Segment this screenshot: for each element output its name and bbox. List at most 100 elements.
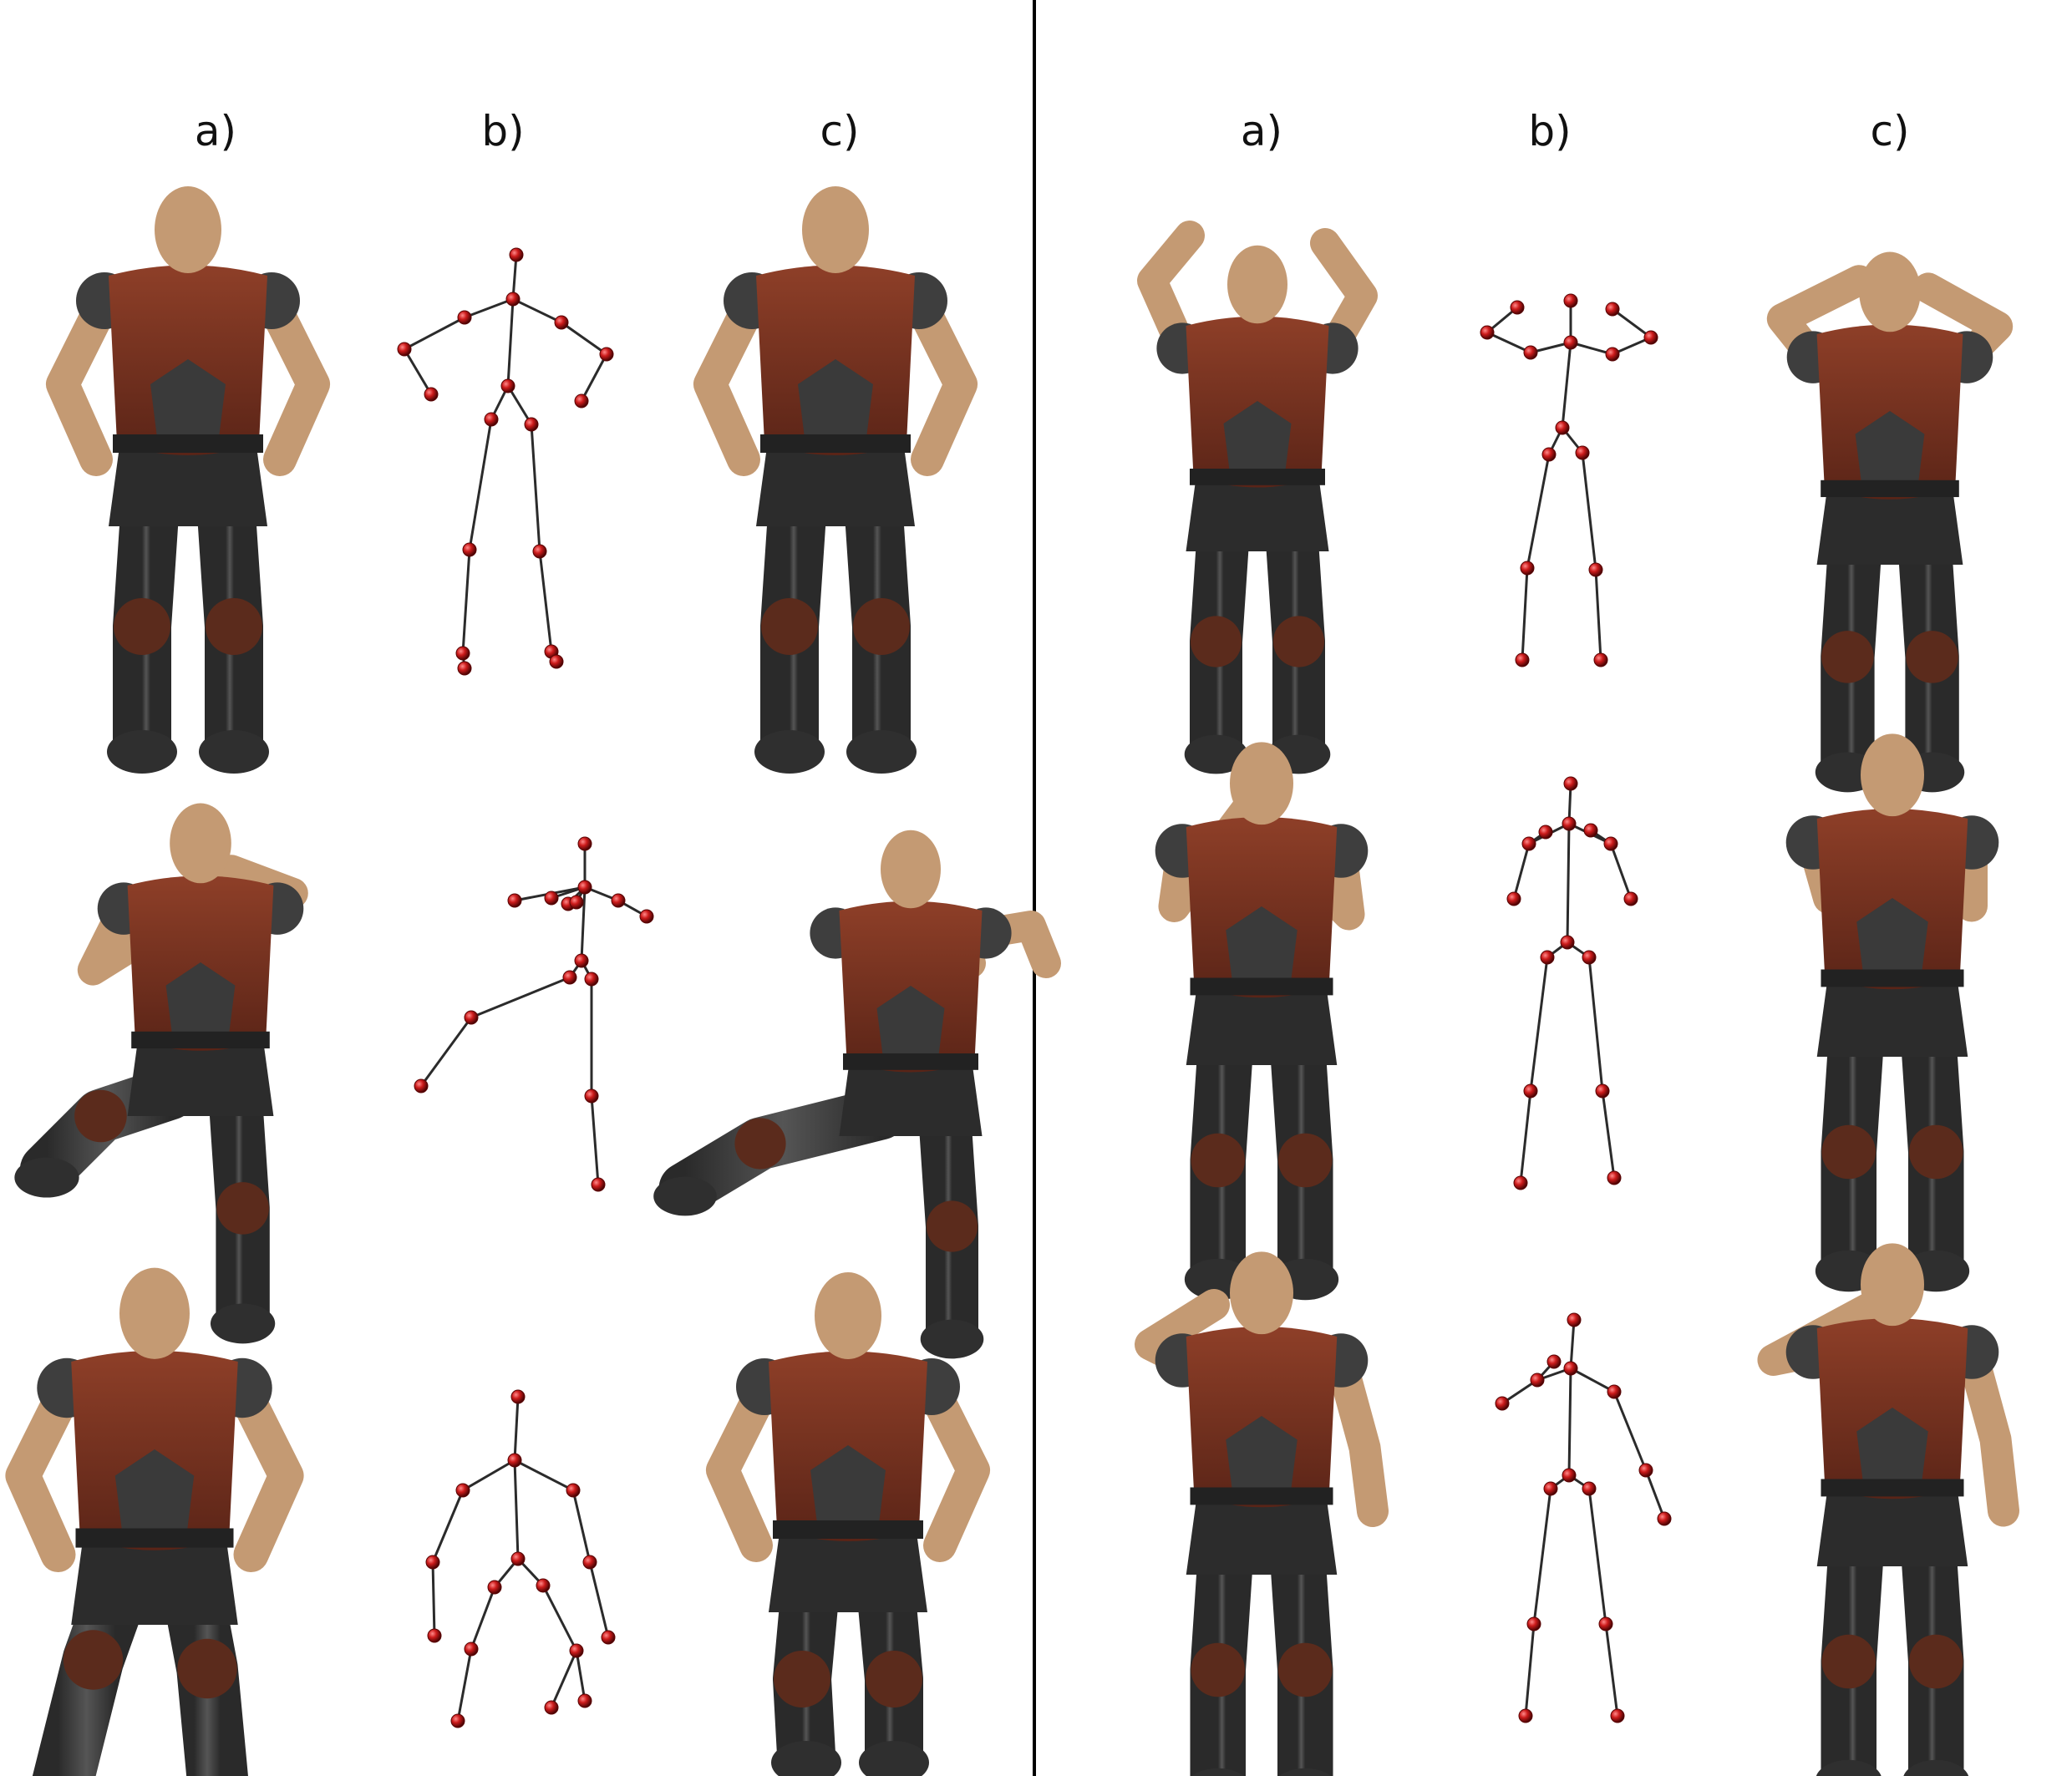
skeleton-left-row2: [414, 836, 654, 1192]
bone: [1594, 568, 1602, 662]
chest-plate: [810, 1445, 886, 1537]
skeleton-right-row3: [1495, 1312, 1672, 1723]
joint-marker: [1603, 836, 1618, 851]
bone: [1485, 331, 1532, 354]
joint-marker: [487, 1580, 502, 1595]
knee-pad: [926, 1200, 978, 1252]
bone: [463, 297, 515, 319]
joint-marker: [1515, 652, 1530, 667]
bone: [403, 348, 433, 396]
knee-pad: [1191, 1642, 1246, 1697]
chest-plate: [1856, 898, 1928, 986]
head: [155, 186, 221, 273]
left-label-c: c): [820, 107, 860, 155]
render-left-row3-a: [5, 1267, 304, 1776]
joint-marker: [450, 1713, 465, 1728]
bone: [1611, 307, 1653, 339]
joint-marker: [1540, 950, 1555, 965]
right-label-c: c): [1870, 107, 1910, 155]
head: [1227, 245, 1287, 324]
boot: [1184, 734, 1248, 774]
pants: [71, 1528, 238, 1625]
bone: [513, 1459, 575, 1492]
knee-pad: [1821, 1634, 1876, 1689]
head: [1230, 1251, 1293, 1335]
knee-pad: [63, 1630, 124, 1690]
joint-marker: [1593, 652, 1608, 667]
bone: [431, 1489, 465, 1564]
joint-marker: [1607, 1170, 1622, 1185]
bone: [1526, 453, 1551, 570]
joint-marker: [414, 1078, 429, 1094]
left-label-b: b): [481, 107, 525, 155]
bone: [461, 1459, 516, 1492]
joint-marker: [425, 1555, 440, 1570]
joint-marker: [464, 1010, 479, 1025]
joint-marker: [1513, 1175, 1528, 1190]
left-arm: [46, 284, 121, 476]
bone: [468, 418, 493, 551]
bone: [1529, 956, 1549, 1093]
joint-marker: [1543, 1481, 1558, 1496]
bone: [1569, 1318, 1576, 1370]
joint-marker: [569, 1643, 584, 1658]
bone: [506, 297, 515, 388]
chest-plate: [798, 359, 873, 451]
belt: [1190, 1487, 1333, 1505]
knee-pad: [1277, 1133, 1333, 1188]
joint-marker: [455, 1483, 470, 1498]
knee-pad: [1190, 616, 1242, 667]
bone: [571, 1489, 592, 1564]
render-left-row2-a: [14, 803, 308, 1344]
boot: [1816, 1759, 1882, 1776]
pants: [109, 434, 267, 526]
pants: [1186, 977, 1338, 1065]
bone: [1561, 341, 1572, 429]
skeleton-right-row2: [1506, 776, 1638, 1190]
left-arm: [693, 284, 769, 476]
joint-marker: [509, 247, 524, 262]
joint-marker: [1563, 776, 1578, 791]
joint-marker: [1562, 1468, 1577, 1483]
head: [170, 803, 231, 884]
joint-marker: [1526, 1616, 1541, 1631]
knee-pad: [1272, 616, 1325, 667]
joint-marker: [562, 970, 577, 985]
joint-marker: [1643, 330, 1658, 345]
joint-marker: [505, 292, 521, 307]
bone: [1644, 1469, 1666, 1520]
joint-marker: [1523, 1083, 1538, 1099]
bone: [1519, 1089, 1532, 1185]
boot: [859, 1741, 929, 1776]
bone: [511, 297, 563, 324]
bone: [560, 321, 608, 356]
bone: [580, 885, 587, 962]
knee-pad: [206, 598, 262, 655]
pants: [1816, 1479, 1968, 1566]
chest-plate: [1226, 906, 1298, 994]
bone: [1569, 1367, 1616, 1393]
render-right-row3-a: [1134, 1251, 1389, 1776]
joint-marker: [1510, 300, 1525, 315]
right-label-a: a): [1240, 107, 1283, 155]
right-arm: [915, 1370, 990, 1562]
bone: [506, 384, 533, 426]
joint-marker: [397, 342, 412, 357]
joint-marker: [484, 412, 499, 427]
joint-marker: [1563, 1361, 1578, 1376]
joint-marker: [457, 661, 472, 676]
joint-marker: [544, 1700, 559, 1715]
belt: [843, 1053, 978, 1070]
joint-marker: [532, 544, 547, 559]
joint-marker: [1560, 935, 1575, 950]
boot: [754, 730, 825, 774]
head: [1861, 1243, 1924, 1327]
bone: [1532, 1487, 1552, 1626]
pants: [127, 1031, 274, 1116]
bone: [1524, 1622, 1536, 1718]
bone: [1566, 822, 1571, 944]
pants: [1186, 1487, 1338, 1575]
pants: [769, 1520, 927, 1612]
knee-pad: [774, 1651, 830, 1707]
head: [881, 830, 941, 909]
